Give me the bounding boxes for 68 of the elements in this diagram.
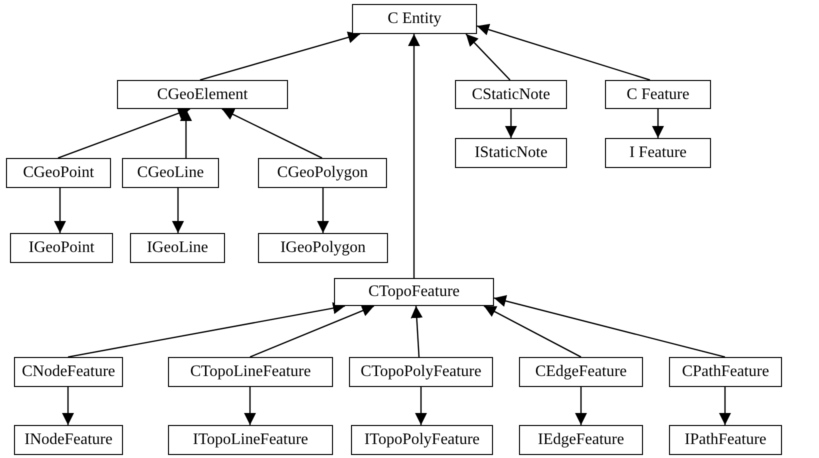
- arrow: [250, 305, 374, 358]
- arrow: [180, 109, 192, 158]
- class-box: [117, 80, 288, 109]
- class-box: [351, 425, 493, 455]
- class-name: IStaticNote: [474, 144, 548, 162]
- class-name: CGeoPolygon: [277, 164, 368, 182]
- class-name: IEdgeFeature: [538, 431, 624, 449]
- class-box: [605, 80, 711, 109]
- arrow: [476, 24, 650, 81]
- class-box: [258, 158, 387, 188]
- class-box: [519, 425, 643, 455]
- class-box: [669, 425, 782, 455]
- arrow: [719, 387, 731, 425]
- class-box: [6, 158, 111, 188]
- class-box: [455, 80, 567, 109]
- class-name: CEdgeFeature: [535, 363, 627, 381]
- class-box: [455, 138, 567, 168]
- class-box: [519, 357, 643, 387]
- class-name: CTopoPolyFeature: [360, 363, 482, 381]
- class-name: CTopoFeature: [368, 283, 460, 301]
- class-name: CStaticNote: [472, 86, 550, 104]
- class-name: IPathFeature: [684, 431, 766, 449]
- class-name: INodeFeature: [24, 431, 112, 449]
- class-box: [334, 278, 494, 306]
- class-name: I Feature: [629, 144, 687, 162]
- arrow: [200, 32, 360, 81]
- arrow: [484, 305, 582, 358]
- class-box: [605, 138, 711, 168]
- class-box: [122, 158, 219, 188]
- class-name: ITopoPolyFeature: [364, 431, 480, 449]
- arrow: [222, 108, 322, 159]
- class-box: [168, 425, 333, 455]
- arrow: [62, 387, 74, 425]
- class-box: [14, 425, 123, 455]
- arrow: [415, 387, 427, 425]
- arrow: [317, 188, 329, 233]
- class-name: CGeoLine: [137, 164, 204, 182]
- class-box: [669, 357, 782, 387]
- arrow: [494, 295, 726, 358]
- class-name: CGeoPoint: [22, 164, 94, 182]
- arrow: [466, 34, 510, 80]
- arrow: [244, 387, 256, 425]
- class-name: C Entity: [388, 10, 442, 28]
- arrow: [68, 302, 346, 358]
- class-box: [130, 233, 225, 263]
- class-name: ITopoLineFeature: [192, 431, 308, 449]
- class-name: CPathFeature: [682, 363, 770, 381]
- arrow: [505, 109, 517, 138]
- class-box: [14, 357, 123, 387]
- class-name: C Feature: [626, 86, 690, 104]
- class-box: [349, 357, 493, 387]
- class-name: CNodeFeature: [22, 363, 116, 381]
- class-box: [10, 233, 113, 263]
- arrow: [58, 108, 190, 159]
- class-name: CTopoLineFeature: [190, 363, 311, 381]
- class-name: CGeoElement: [157, 86, 248, 104]
- class-name: IGeoPoint: [28, 239, 94, 257]
- arrow: [410, 306, 423, 358]
- class-box: [352, 4, 477, 34]
- class-box: [258, 233, 388, 263]
- arrow: [652, 109, 664, 138]
- class-name: IGeoPolygon: [280, 239, 366, 257]
- class-box: [168, 357, 333, 387]
- arrow: [172, 188, 184, 233]
- arrow: [575, 387, 587, 425]
- arrow: [408, 34, 420, 278]
- class-name: IGeoLine: [146, 239, 208, 257]
- arrow: [54, 188, 66, 233]
